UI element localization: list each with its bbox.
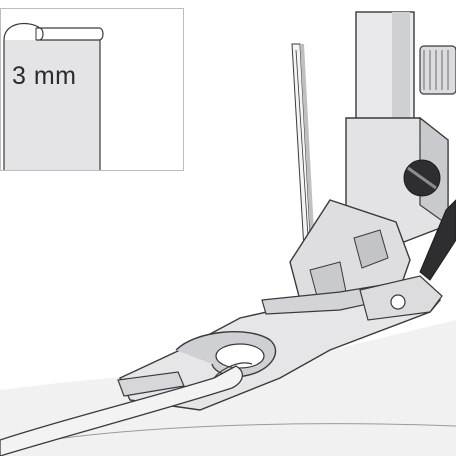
knurled-screw [419, 45, 456, 95]
toe-tab [117, 371, 185, 397]
presser-foot [117, 275, 443, 411]
inset-fabric [4, 40, 100, 170]
inset-hem-curl [3, 22, 104, 41]
inset-hem-fold [36, 39, 101, 170]
ankle-screw [390, 294, 406, 310]
presser-bar [355, 11, 415, 123]
hem-inset [0, 8, 184, 171]
fabric-strip [0, 362, 253, 456]
scroll-opening [215, 343, 265, 369]
thread-lever [419, 199, 456, 281]
hem-width-label: 3 mm [12, 62, 77, 90]
